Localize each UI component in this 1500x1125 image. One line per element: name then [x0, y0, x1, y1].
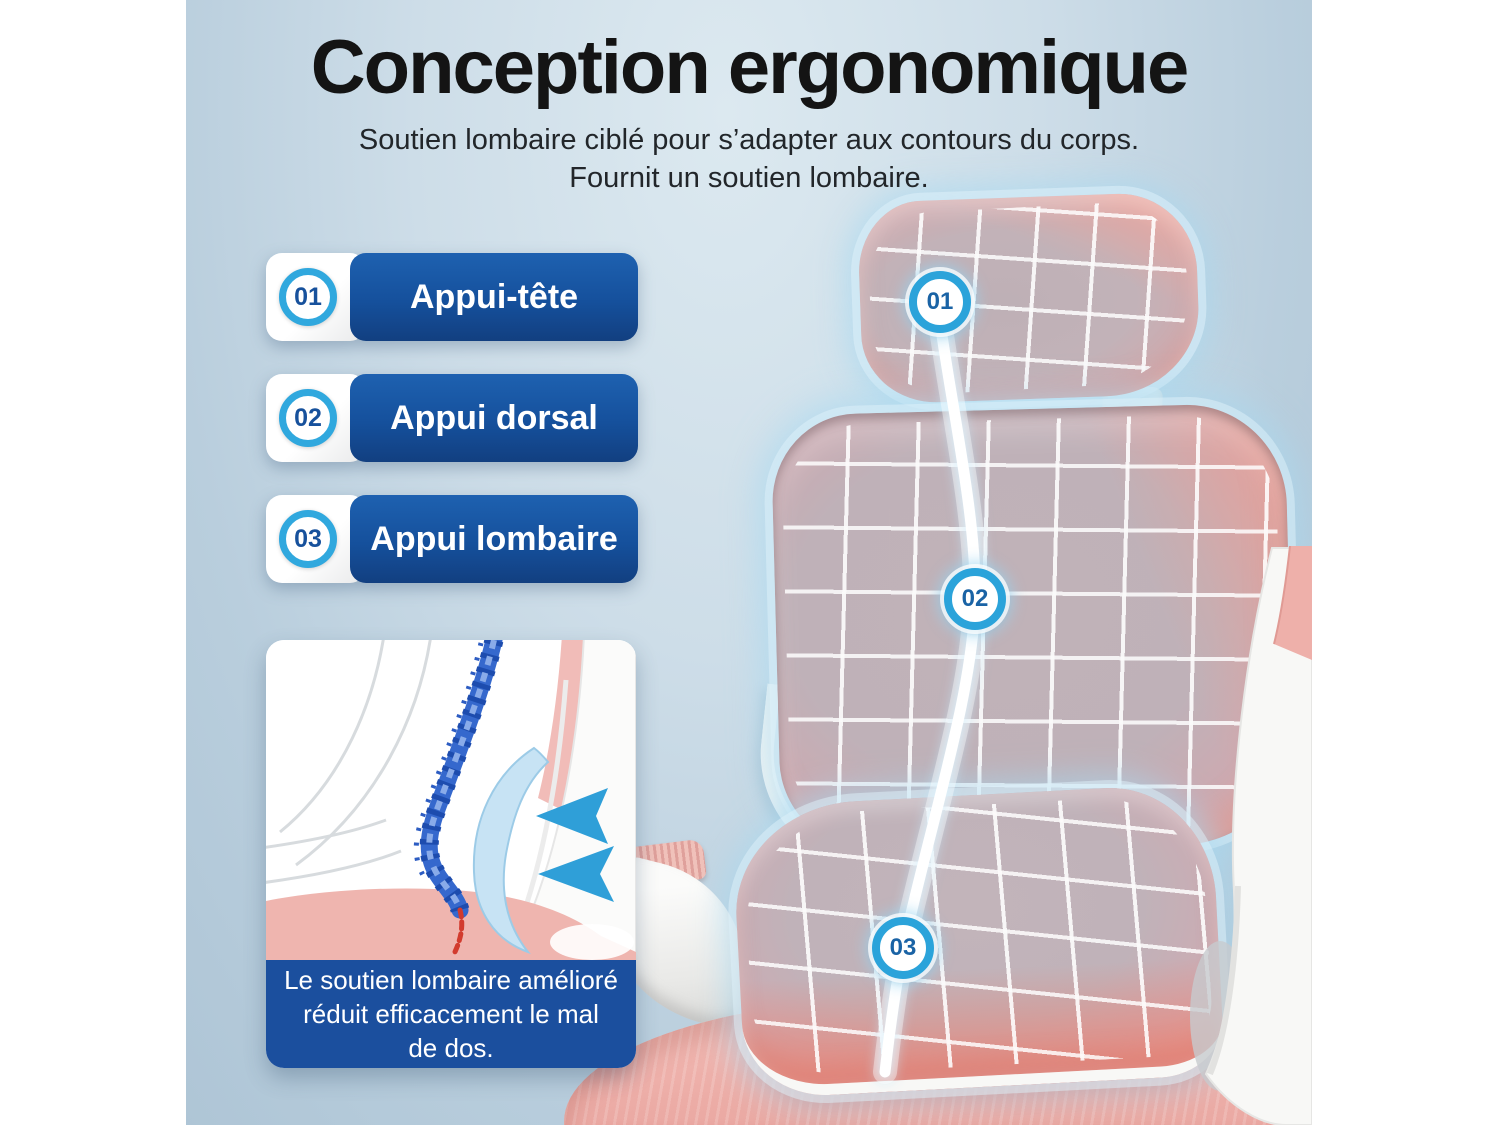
marker-number: 02 — [961, 585, 989, 612]
chair-lumbar-support — [730, 782, 1226, 1100]
lumbar-detail-card: Le soutien lombaire amélioré réduit effi… — [266, 640, 636, 1068]
caption-line-1: Le soutien lombaire amélioré — [284, 965, 618, 995]
feature-label: Appui lombaire — [350, 495, 638, 583]
caption-line-2: réduit efficacement le mal — [303, 999, 599, 1029]
chair-marker-backrest: 02 — [944, 568, 1006, 630]
chair-marker-lumbar: 03 — [872, 917, 934, 979]
feature-item-lumbar: 03 Appui lombaire — [266, 495, 638, 583]
chair-marker-headrest: 01 — [909, 271, 971, 333]
feature-number-chip: 01 — [266, 253, 366, 341]
number-badge-03: 03 — [279, 510, 337, 568]
feature-number-chip: 03 — [266, 495, 366, 583]
feature-list: 01 Appui-tête 02 Appui dorsal 03 Appui l… — [266, 253, 638, 616]
feature-item-headrest: 01 Appui-tête — [266, 253, 638, 341]
number-badge-02: 02 — [279, 389, 337, 447]
lumbar-mesh-grid — [741, 793, 1215, 1078]
feature-item-back: 02 Appui dorsal — [266, 374, 638, 462]
feature-number-chip: 02 — [266, 374, 366, 462]
caption-line-3: de dos. — [408, 1033, 494, 1063]
scene-background: 01 02 03 Conception ergonomique Soutien … — [186, 0, 1312, 1125]
lumbar-detail-image — [266, 640, 636, 960]
number-badge-01: 01 — [279, 268, 337, 326]
marker-number: 01 — [926, 288, 954, 315]
feature-label: Appui-tête — [350, 253, 638, 341]
spine-lumbar-diagram — [266, 640, 636, 960]
marker-number: 03 — [889, 934, 917, 961]
right-armrest — [1190, 546, 1312, 1125]
lumbar-caption: Le soutien lombaire amélioré réduit effi… — [266, 960, 636, 1068]
subtitle-line-2: Fournit un soutien lombaire. — [569, 162, 929, 194]
feature-label: Appui dorsal — [350, 374, 638, 462]
subtitle-line-1: Soutien lombaire ciblé pour s’adapter au… — [358, 124, 1140, 156]
page-title: Conception ergonomique — [310, 25, 1189, 110]
page-subtitle: Soutien lombaire ciblé pour s’adapter au… — [186, 121, 1312, 197]
